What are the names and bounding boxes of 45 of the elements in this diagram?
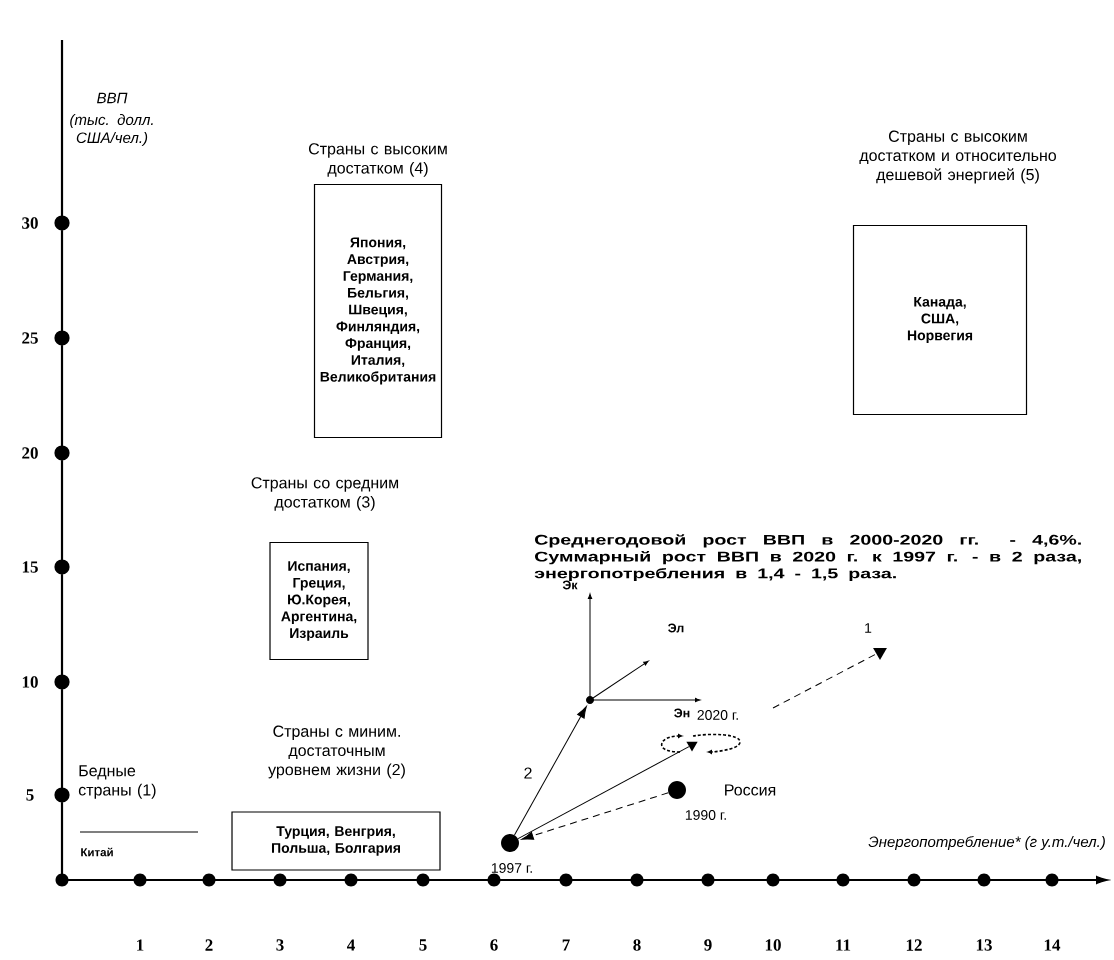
text-label: Бедные страны (1) (78, 765, 156, 799)
point-label: 1 (865, 623, 872, 633)
tick-label: 9 (704, 939, 712, 951)
axis-title: (тыс. долл. США/чел.) (70, 114, 153, 146)
tick-label: 20 (22, 447, 38, 459)
country-box: Япония, Австрия, Германия, Бельгия, Швеция, Финляндия, Франция, Италия, Великобритания (313, 183, 443, 439)
country-box: Испания, Греция, Ю.Корея, Аргентина, Израиль (269, 541, 369, 661)
country-box: Канада, США, Норвегия (852, 224, 1028, 416)
group-heading: Страны с миним. достаточным уровнем жизни (2) (268, 725, 405, 779)
tick-label: 5 (419, 939, 427, 951)
tick-label: 12 (906, 939, 922, 951)
tick-label: 2 (205, 939, 213, 951)
tick-label: 1 (137, 939, 144, 951)
edge-label: 2 (522, 766, 534, 780)
group-heading: Страны с высоким достатком и относительно дешевой энергией (5) (859, 130, 1057, 184)
point-label: 1997 г. (491, 863, 532, 873)
arrow (521, 792, 669, 840)
country-box: Турция, Венгрия, Польша, Болгария (231, 811, 441, 871)
text-label: Китай (81, 847, 113, 857)
arrow (514, 706, 587, 836)
text-label: Эн (674, 708, 690, 718)
text-label: Россия (725, 784, 776, 796)
tick-label: 14 (1044, 939, 1061, 951)
text-label: Эк (562, 580, 578, 590)
tick-label: 13 (976, 939, 992, 951)
axis-title: Энергопотребление* (г у.т./чел.) (868, 835, 1105, 851)
tick-label: 11 (836, 939, 851, 951)
tick-label: 15 (22, 561, 38, 573)
tick-label: 25 (22, 332, 38, 344)
point-label: 2020 г. (697, 710, 738, 720)
point-label: 1990 г. (685, 810, 726, 820)
text-label: Эл (668, 623, 684, 633)
group-heading: Страны с высоким достатком (4) (308, 143, 447, 177)
tick-label: 5 (26, 789, 34, 801)
axis-title: ВВП (97, 92, 128, 104)
tick-label: 10 (765, 939, 781, 951)
tick-label: 7 (562, 939, 570, 951)
tick-label: 8 (633, 939, 641, 951)
tick-label: 10 (22, 676, 38, 688)
tick-label: 3 (276, 939, 284, 951)
tick-label: 6 (490, 939, 498, 951)
tick-label: 4 (347, 939, 355, 951)
group-heading: Страны со средним достатком (3) (251, 477, 399, 511)
tick-label: 30 (22, 217, 38, 229)
note-text: Среднегодовой рост ВВП в 2000-2020 гг. - 4,6%. Суммарный рост ВВП в 2020 г. к 1997 г. - в 2 раза, энергопотребления в 1,4 - 1,5 раза. (534, 534, 1081, 582)
